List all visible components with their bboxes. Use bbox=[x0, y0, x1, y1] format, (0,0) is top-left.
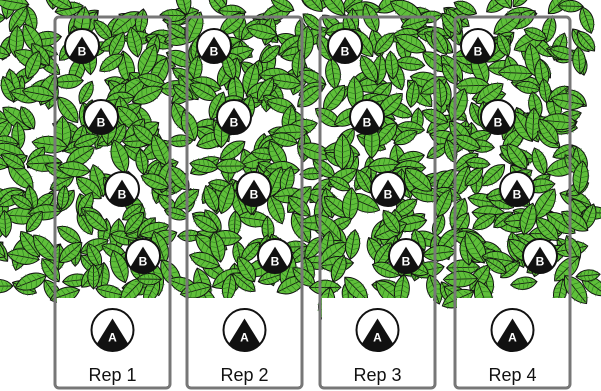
marker-letter: B bbox=[97, 115, 106, 129]
marker-letter: B bbox=[210, 44, 219, 58]
marker-a: A bbox=[224, 309, 266, 351]
marker-b: B bbox=[389, 239, 423, 273]
marker-b: B bbox=[371, 172, 405, 206]
marker-letter: A bbox=[508, 331, 517, 345]
marker-a: A bbox=[357, 309, 399, 351]
marker-letter: B bbox=[271, 254, 280, 268]
marker-letter: A bbox=[240, 331, 249, 345]
marker-letter: B bbox=[341, 44, 350, 58]
marker-letter: B bbox=[474, 44, 483, 58]
marker-a: A bbox=[492, 309, 534, 351]
marker-letter: B bbox=[402, 254, 411, 268]
marker-b: B bbox=[328, 29, 362, 63]
marker-b: B bbox=[237, 172, 271, 206]
marker-b: B bbox=[350, 100, 384, 134]
rep-label: Rep 4 bbox=[488, 365, 536, 385]
marker-b: B bbox=[258, 239, 292, 273]
marker-letter: B bbox=[139, 254, 148, 268]
marker-letter: A bbox=[373, 331, 382, 345]
marker-b: B bbox=[523, 239, 557, 273]
marker-letter: B bbox=[78, 44, 87, 58]
marker-letter: B bbox=[384, 187, 393, 201]
marker-b: B bbox=[217, 100, 251, 134]
marker-a: A bbox=[92, 309, 134, 351]
rep-label: Rep 3 bbox=[353, 365, 401, 385]
marker-letter: B bbox=[250, 187, 259, 201]
marker-letter: B bbox=[494, 115, 503, 129]
marker-b: B bbox=[197, 29, 231, 63]
leaf bbox=[0, 279, 13, 294]
marker-letter: B bbox=[536, 254, 545, 268]
marker-b: B bbox=[65, 29, 99, 63]
marker-b: B bbox=[461, 29, 495, 63]
leaf bbox=[343, 228, 363, 260]
marker-letter: A bbox=[108, 331, 117, 345]
marker-letter: B bbox=[363, 115, 372, 129]
leaf bbox=[510, 275, 538, 292]
marker-b: B bbox=[481, 100, 515, 134]
marker-b: B bbox=[84, 100, 118, 134]
rep-label: Rep 2 bbox=[220, 365, 268, 385]
marker-letter: B bbox=[230, 115, 239, 129]
marker-letter: B bbox=[513, 187, 522, 201]
marker-b: B bbox=[126, 239, 160, 273]
marker-b: B bbox=[105, 172, 139, 206]
marker-b: B bbox=[500, 172, 534, 206]
rep-label: Rep 1 bbox=[88, 365, 136, 385]
marker-letter: B bbox=[118, 187, 127, 201]
